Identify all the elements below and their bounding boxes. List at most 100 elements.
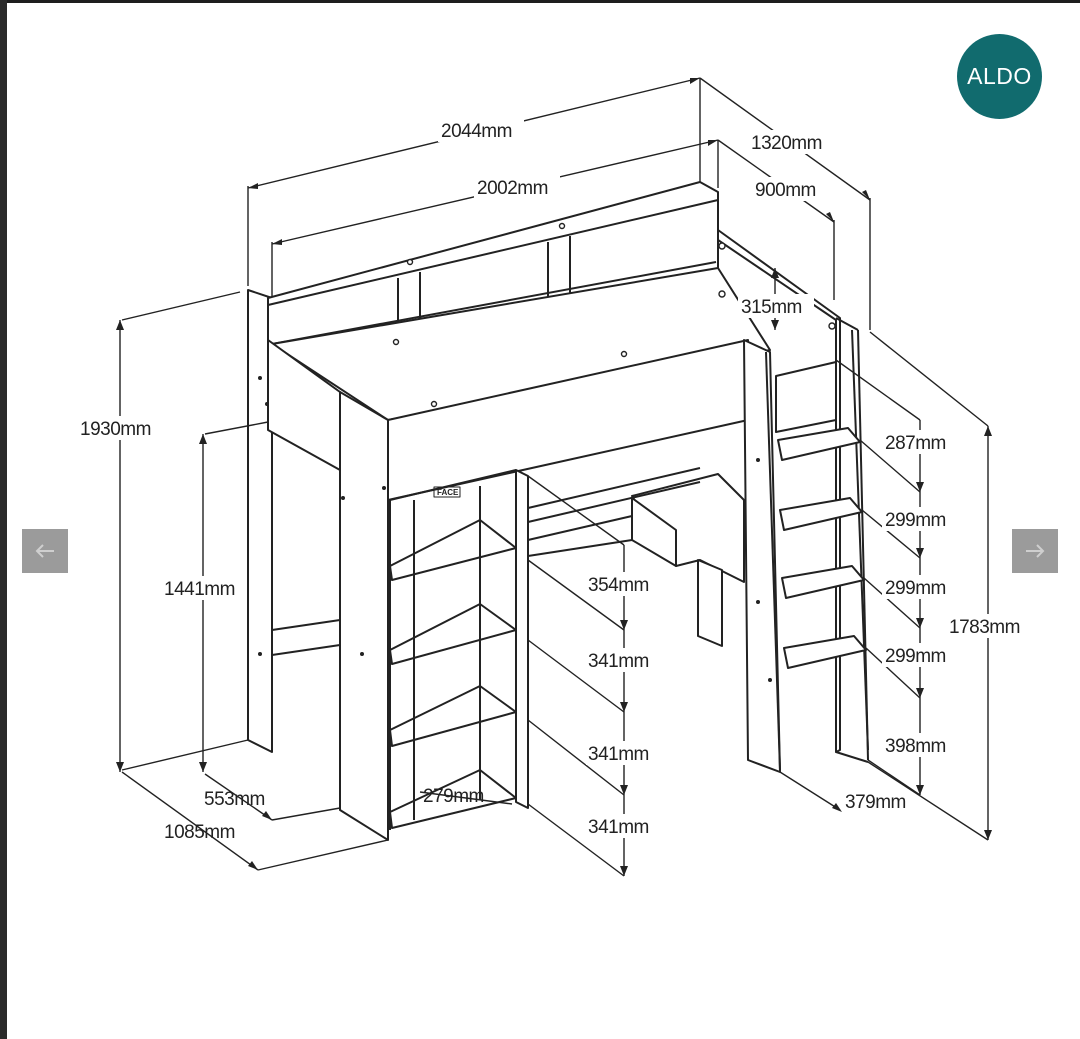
label-bg-1930 (77, 416, 163, 440)
peg-4 (620, 350, 628, 358)
dim-label-341a: 341mm (588, 651, 649, 672)
arrow-1441-t (199, 434, 207, 444)
arrow-1441-b (199, 762, 207, 772)
next-image-button[interactable] (1012, 529, 1058, 573)
dim-ext-lad-4 (863, 577, 921, 629)
arrow-cab-1 (620, 620, 628, 630)
peg-5 (430, 400, 438, 408)
label-bg-287 (882, 430, 958, 454)
dim-ext-1441 (204, 421, 269, 435)
top-shelf-edge (267, 199, 719, 306)
arrow-2044-r (690, 78, 700, 84)
arrow-2002-l (272, 239, 282, 245)
bed-frame-drawing: FACE (247, 181, 869, 841)
label-bg-341b (586, 741, 662, 765)
arrow-1320-r (862, 190, 870, 200)
bolt-2 (265, 402, 269, 406)
dim-label-299a: 299mm (885, 510, 946, 531)
peg-7 (718, 242, 726, 250)
dim-ext-cab-5 (527, 803, 625, 877)
left-lower-rail-b (271, 644, 341, 656)
peg-6 (828, 322, 836, 330)
label-bg-2002 (474, 175, 560, 199)
ladder-step-2 (779, 497, 863, 531)
dim-line-379 (779, 771, 841, 811)
label-bg-299c (882, 643, 958, 667)
arrow-1930-t (116, 320, 124, 330)
dim-label-2044: 2044mm (441, 121, 512, 142)
ladder-step-4 (783, 635, 867, 669)
dim-ext-lad-5 (865, 647, 921, 699)
dim-label-287: 287mm (885, 433, 946, 454)
dim-ext-1085 (257, 839, 389, 871)
dimension-labels: 2044mm 1320mm 2002mm 900mm 315mm 1930mm … (77, 118, 1032, 843)
dim-label-398: 398mm (885, 736, 946, 757)
dim-ext-1930-t (121, 291, 241, 321)
dim-label-1320: 1320mm (751, 133, 822, 154)
arrow-lad-1 (916, 482, 924, 492)
dim-ext-1930-b (121, 739, 249, 771)
arrow-1085 (248, 861, 258, 870)
cabinet-shelf-4 (389, 769, 517, 829)
dim-label-1930: 1930mm (80, 419, 151, 440)
dimension-lines (116, 77, 992, 877)
cabinet-shelf-1 (389, 519, 517, 581)
window-left-border (0, 0, 7, 1039)
desk-drawer (631, 497, 677, 567)
dim-label-299c: 299mm (885, 646, 946, 667)
dim-ext-cab-3 (527, 639, 625, 713)
label-bg-1441 (161, 576, 247, 600)
arrow-1783-t (984, 426, 992, 436)
bolt-3 (258, 652, 262, 656)
dim-label-354: 354mm (588, 575, 649, 596)
label-bg-341a (586, 648, 662, 672)
dim-ext-cab-4 (527, 719, 625, 796)
arrow-379 (832, 803, 842, 812)
arrow-315-t (771, 268, 779, 278)
cabinet-top (389, 469, 517, 501)
bolt-7 (756, 458, 760, 462)
label-bg-299b (882, 575, 958, 599)
ladder-guard (775, 361, 837, 433)
dim-ext-lad-1 (835, 359, 921, 421)
peg-2 (558, 222, 566, 230)
arrow-315-b (771, 320, 779, 330)
dim-label-1783: 1783mm (949, 617, 1020, 638)
arrow-right-icon (1026, 544, 1045, 558)
dim-label-900: 900mm (755, 180, 816, 201)
bolt-5 (341, 496, 345, 500)
dim-label-1441: 1441mm (164, 579, 235, 600)
dim-ext-cab-2 (527, 559, 625, 631)
peg-3 (392, 338, 400, 346)
face-label: FACE (437, 488, 459, 497)
left-lower-rail (271, 619, 341, 631)
arrow-1783-b (984, 830, 992, 840)
desk-rail-b (527, 481, 701, 523)
label-bg-1783 (946, 614, 1032, 638)
arrow-lad-2 (916, 548, 924, 558)
dim-ext-cab-1 (527, 475, 625, 546)
dim-ext-1783-t (869, 331, 989, 427)
arrow-lad-3 (916, 618, 924, 628)
desk-under-1 (527, 515, 633, 541)
dim-line-553 (204, 773, 273, 821)
bed-deck (271, 267, 771, 421)
front-right-post (743, 339, 781, 773)
top-shelf-inner (271, 261, 717, 345)
arrow-lad-4 (916, 688, 924, 698)
bolt-4 (382, 486, 386, 490)
desk-leg (697, 559, 723, 647)
bolt-1 (258, 376, 262, 380)
dim-label-2002: 2002mm (477, 178, 548, 199)
back-right-post-top (835, 317, 859, 331)
dim-label-379: 379mm (845, 792, 906, 813)
bolt-9 (768, 678, 772, 682)
dim-line-1085 (121, 771, 259, 871)
previous-image-button[interactable] (22, 529, 68, 573)
ladder-rail-left (765, 351, 781, 771)
bolt-8 (756, 600, 760, 604)
cabinet-shelf-2 (389, 603, 517, 665)
desk-rail (527, 467, 701, 509)
arrow-left-icon (35, 544, 54, 558)
ladder-step-1 (777, 427, 861, 461)
